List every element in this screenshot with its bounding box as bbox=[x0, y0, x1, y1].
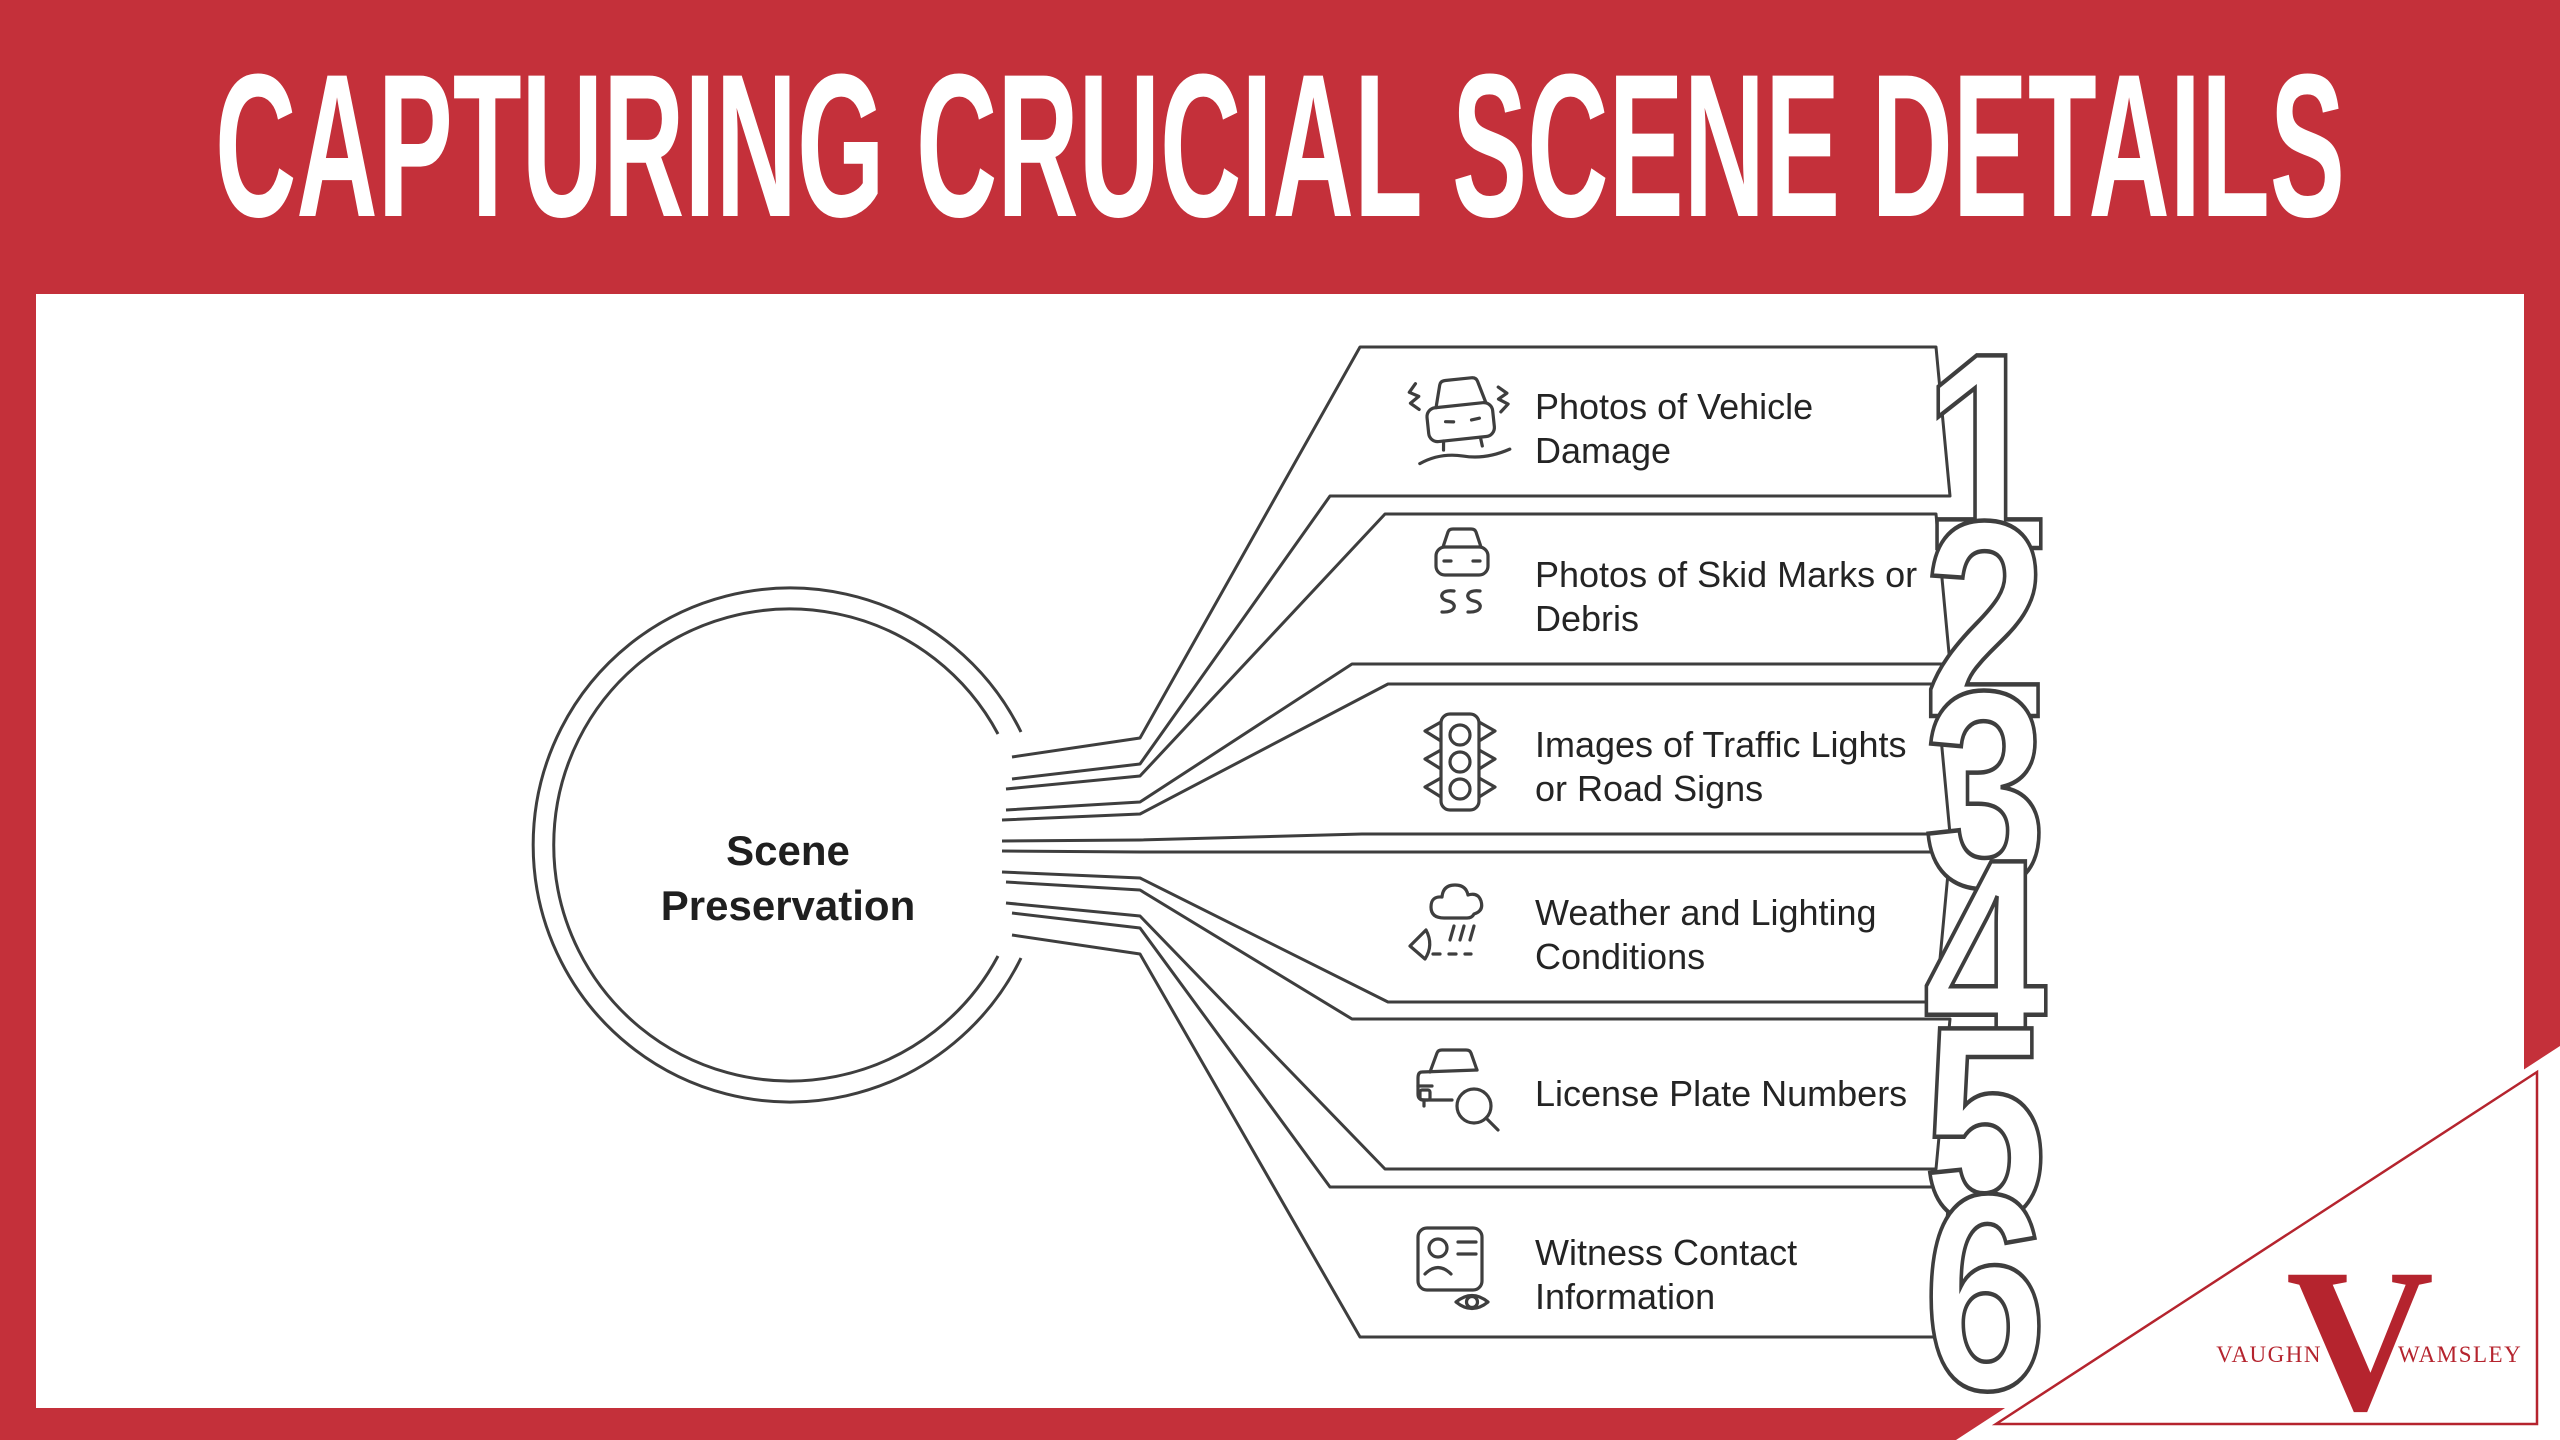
weather-lighting-icon bbox=[1408, 883, 1484, 961]
ribbon-item-2 bbox=[1005, 512, 1952, 812]
step-number-6: 6 bbox=[1923, 1137, 2047, 1440]
ribbon-item-4 bbox=[1001, 849, 1952, 1004]
item-4-label-line2: Conditions bbox=[1535, 936, 1705, 977]
hub-label-line2: Preservation bbox=[661, 882, 915, 929]
hub-circle: Scene Preservation bbox=[531, 586, 1023, 1104]
item-icon-group bbox=[1407, 376, 1512, 1311]
item-label-group: Photos of Vehicle Damage Photos of Skid … bbox=[1535, 386, 1917, 1317]
license-plate-search-icon bbox=[1416, 1048, 1500, 1132]
step-number-5: 5 bbox=[1923, 969, 2047, 1281]
logo-corner: VAUGHN V WAMSLEY bbox=[1956, 1046, 2560, 1440]
item-5-label-line1: License Plate Numbers bbox=[1535, 1073, 1907, 1114]
skid-marks-icon bbox=[1434, 527, 1490, 614]
item-2-label-line1: Photos of Skid Marks or bbox=[1535, 554, 1917, 595]
step-number-4: 4 bbox=[1923, 802, 2048, 1114]
witness-contact-icon bbox=[1416, 1226, 1490, 1311]
item-2-label-line2: Debris bbox=[1535, 598, 1639, 639]
ribbon-group bbox=[1001, 345, 1952, 1339]
item-6-label-line2: Information bbox=[1535, 1276, 1715, 1317]
hub-label-line1: Scene bbox=[726, 827, 850, 874]
car-damage-icon bbox=[1407, 376, 1512, 466]
logo-first-name: VAUGHN bbox=[2216, 1342, 2322, 1367]
item-6-label-line1: Witness Contact bbox=[1535, 1232, 1797, 1273]
hub-inner-ring bbox=[552, 607, 1000, 1083]
corner-triangle-outline bbox=[1991, 1069, 2539, 1426]
logo-v-monogram: V bbox=[2286, 1227, 2434, 1440]
item-1-label-line1: Photos of Vehicle bbox=[1535, 386, 1813, 427]
logo-last-name: WAMSLEY bbox=[2398, 1342, 2522, 1367]
item-3-label-line2: or Road Signs bbox=[1535, 768, 1763, 809]
item-1-label-line2: Damage bbox=[1535, 430, 1671, 471]
ribbon-item-1 bbox=[1011, 345, 1952, 781]
step-number-group: 1 2 3 4 5 6 bbox=[1921, 294, 2051, 1440]
step-number-2: 2 bbox=[1923, 464, 2047, 776]
step-number-3: 3 bbox=[1923, 634, 2047, 946]
page-title: CAPTURING CRUCIAL SCENE DETAILS bbox=[215, 32, 2345, 260]
ribbon-item-6 bbox=[1011, 911, 1952, 1339]
hub-outer-ring bbox=[531, 586, 1023, 1104]
ribbon-item-5 bbox=[1005, 880, 1952, 1171]
item-3-label-line1: Images of Traffic Lights bbox=[1535, 724, 1907, 765]
step-number-1: 1 bbox=[1923, 296, 2047, 608]
item-4-label-line1: Weather and Lighting bbox=[1535, 892, 1877, 933]
traffic-light-icon bbox=[1423, 712, 1497, 812]
